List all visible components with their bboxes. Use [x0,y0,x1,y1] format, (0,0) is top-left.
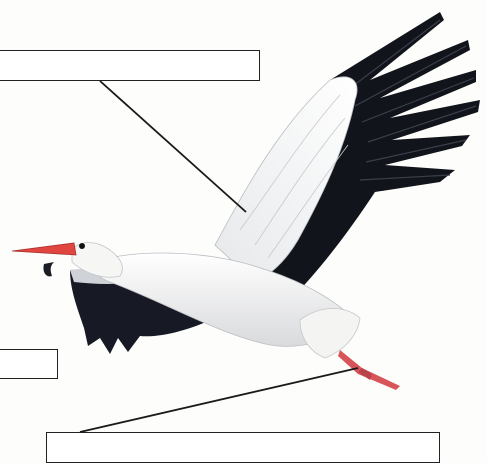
stork-beak [12,243,76,255]
stork-tail [300,308,360,358]
leader-line-wing [100,81,246,212]
stork-eye [79,243,85,249]
answer-box-bottom[interactable] [46,432,440,463]
answer-box-left[interactable] [0,349,58,379]
leader-line-leg [80,368,358,432]
answer-box-top[interactable] [0,50,260,81]
far-wingtip [43,262,54,276]
